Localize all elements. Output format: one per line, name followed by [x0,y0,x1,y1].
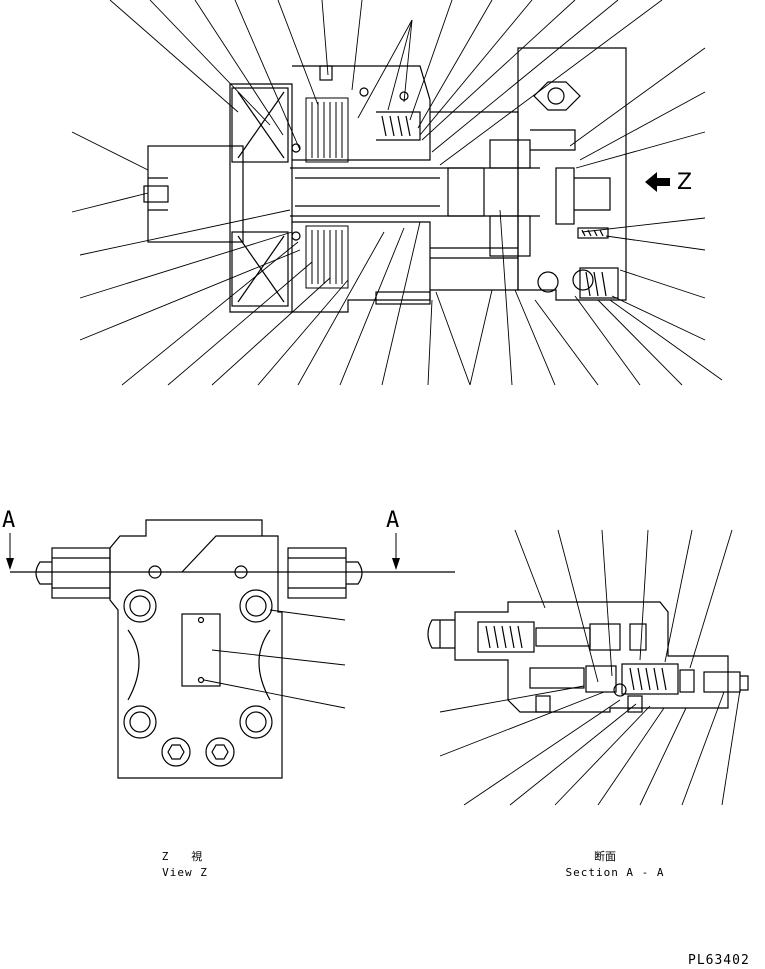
section-aa-drawing [427,529,749,806]
drawing-number: PL63402 [688,953,750,968]
section-mark-left: A [2,508,16,533]
view-z-arrow [645,172,670,192]
section-mark-right: A [386,508,400,533]
main-section-drawing [71,0,723,386]
view-z-drawing [6,519,455,779]
view-z-title-jp: Z 視 [161,850,209,863]
section-aa-title-jp: 断面 [594,850,616,863]
view-z-title-en: View Z [162,866,208,879]
leader-lines-top [71,0,723,386]
section-aa-title-en: Section A - A [565,866,665,879]
view-z-arrow-label: Z [677,170,693,195]
